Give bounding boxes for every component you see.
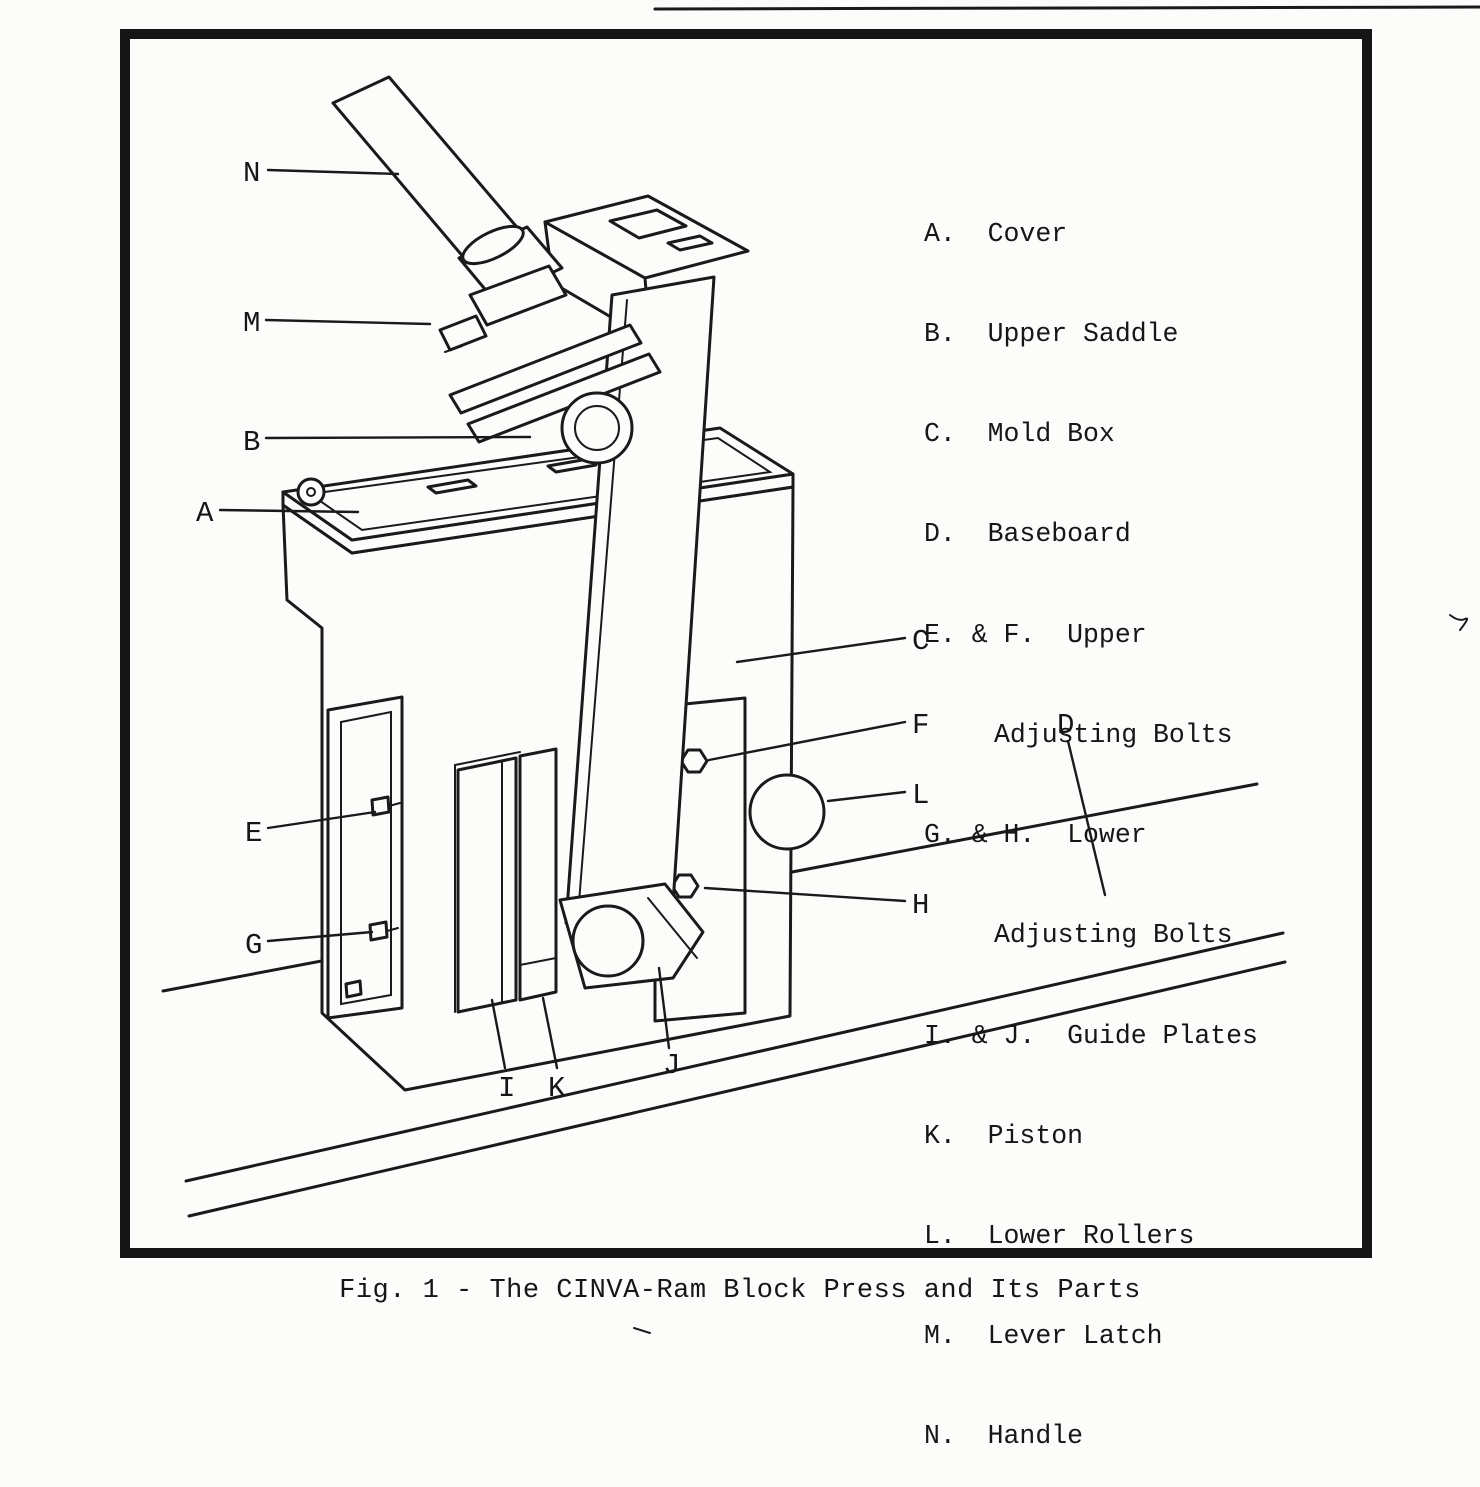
part-label-e: E — [245, 817, 262, 850]
legend-line: D. Baseboard — [924, 519, 1131, 550]
upper-saddle — [448, 323, 662, 465]
lower-roller-l — [748, 773, 826, 851]
bolt-g — [368, 920, 389, 942]
part-label-n: N — [243, 157, 260, 190]
handle-socket-rim — [461, 224, 525, 266]
arm-foot — [558, 882, 705, 990]
legend-line: I. & J. Guide Plates — [924, 1020, 1258, 1051]
legend-line: L. Lower Rollers — [924, 1221, 1195, 1251]
piston-k — [518, 747, 558, 1002]
legend-line: N. Handle — [924, 1421, 1084, 1452]
guide-plate-i — [456, 756, 518, 1014]
legend-line: E. & F. Upper — [924, 619, 1147, 650]
part-label-m: M — [243, 307, 260, 340]
part-label-c: C — [912, 625, 929, 658]
cover-hinge-knob — [296, 477, 326, 507]
legend-line: B. Upper Saddle — [924, 319, 1179, 350]
block-press-diagram: N M B A C F L H D E G I K J — [161, 5, 1480, 1334]
part-label-b: B — [243, 426, 260, 459]
part-label-d: D — [1057, 709, 1074, 742]
part-label-a: A — [196, 497, 214, 530]
part-label-f: F — [912, 709, 929, 742]
part-label-h: H — [912, 889, 929, 922]
figure-border-frame — [120, 29, 1372, 1258]
part-labels: N M B A C F L H D E G I K J — [196, 157, 1074, 1105]
part-label-g: G — [245, 929, 262, 962]
lever-latch — [438, 264, 568, 353]
bolt-f — [679, 748, 709, 774]
parts-legend: A. Cover B. Upper Saddle C. Mold Box D. … — [924, 151, 1258, 1487]
legend-line: G. & H. Lower — [924, 820, 1147, 851]
part-label-l: L — [912, 779, 929, 812]
saddle-roller — [560, 391, 634, 465]
legend-line-continuation: Adjusting Bolts — [994, 719, 1233, 750]
scan-artifacts — [633, 5, 1480, 1334]
leader-lines — [218, 168, 1107, 1070]
part-label-i: I — [498, 1072, 515, 1105]
left-adjusting-panel — [326, 695, 404, 1020]
legend-line: A. Cover — [924, 218, 1068, 249]
part-label-k: K — [548, 1072, 566, 1105]
handle — [331, 75, 564, 302]
lower-roller-left — [571, 904, 645, 978]
legend-line: C. Mold Box — [924, 419, 1115, 450]
part-label-j: J — [663, 1049, 680, 1082]
figure-caption: Fig. 1 - The CINVA-Ram Block Press and I… — [339, 1276, 1141, 1306]
bolt-e — [370, 795, 391, 817]
legend-line: K. Piston — [924, 1120, 1084, 1151]
legend-line: M. Lever Latch — [924, 1321, 1163, 1352]
legend-line-continuation: Adjusting Bolts — [994, 920, 1233, 951]
